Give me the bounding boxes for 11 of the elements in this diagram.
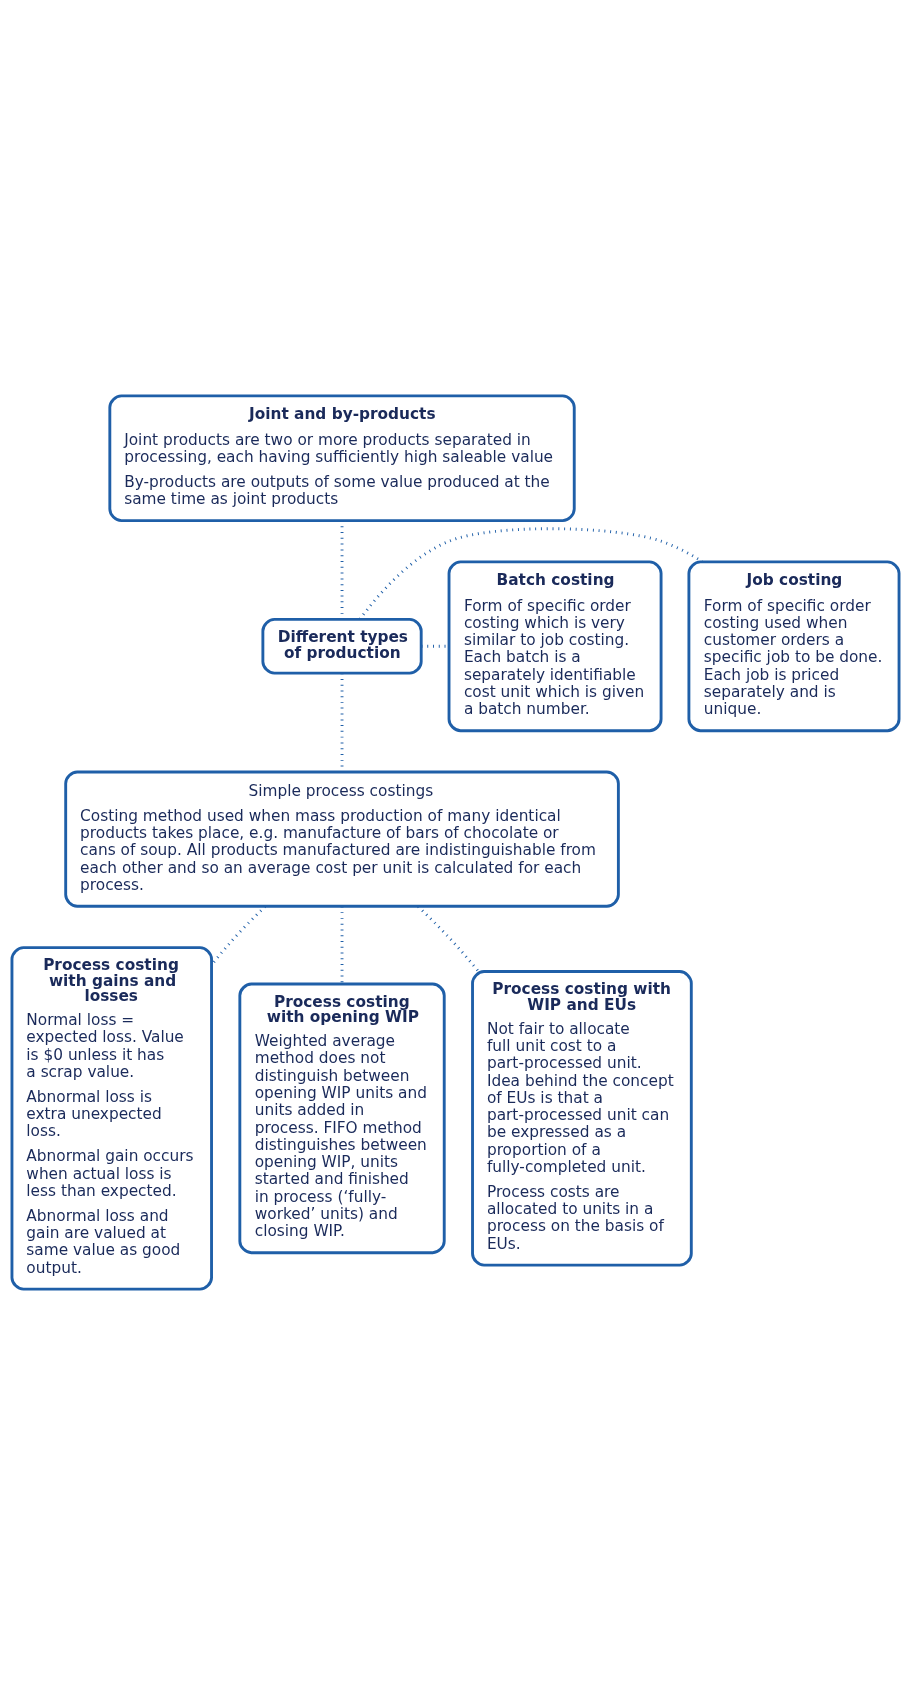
connector: [417, 905, 480, 972]
connector: [210, 904, 267, 966]
node-box: Batch costing Form of specific order costing which is very similar to job costing. Each batch is a separately identifiable cost unit which is given a batch number.: [447, 559, 663, 732]
node-box: Process costing with gains and losses Normal loss = expected loss. Value is $0 unless it has a scrap value. Abnormal loss is extra unexpected loss. Abnormal gain occurs when actual loss is less than expected. Abnormal loss and gain are valued at same value as good output.: [10, 945, 213, 1291]
node-box: Process costing with opening WIP Weighted average method does not distinguish between opening WIP units and units added in process. FIFO method distinguishes between opening WIP, units started and finished in process (‘fully- worked’ units) and closing WIP.: [238, 982, 446, 1254]
connector: [358, 526, 704, 620]
node-box: Simple process costings Costing method used when mass production of many identical products takes place, e.g. manufacture of bars of chocolate or cans of soup. All products manufactured are indistinguishable from each other and so an average cost per unit is calculated for each process.: [64, 770, 620, 908]
node-box: Joint and by-products Joint products are two or more products separated in processing, each having sufficiently high saleable value By-products are outputs of some value produced at the same time as joint products: [108, 393, 576, 522]
node-box: Process costing with WIP and EUs Not fair to allocate full unit cost to a part-processed unit. Idea behind the concept of EUs is that a part-processed unit can be expressed as a proportion of a fully-completed unit. Process costs are allocated to units in a process on the basis of EUs.: [471, 969, 693, 1267]
node-box: Different types of production: [261, 617, 423, 675]
node-box: Job costing Form of specific order costing used when customer orders a specific job to be done. Each job is priced separately and is unique.: [687, 559, 901, 732]
